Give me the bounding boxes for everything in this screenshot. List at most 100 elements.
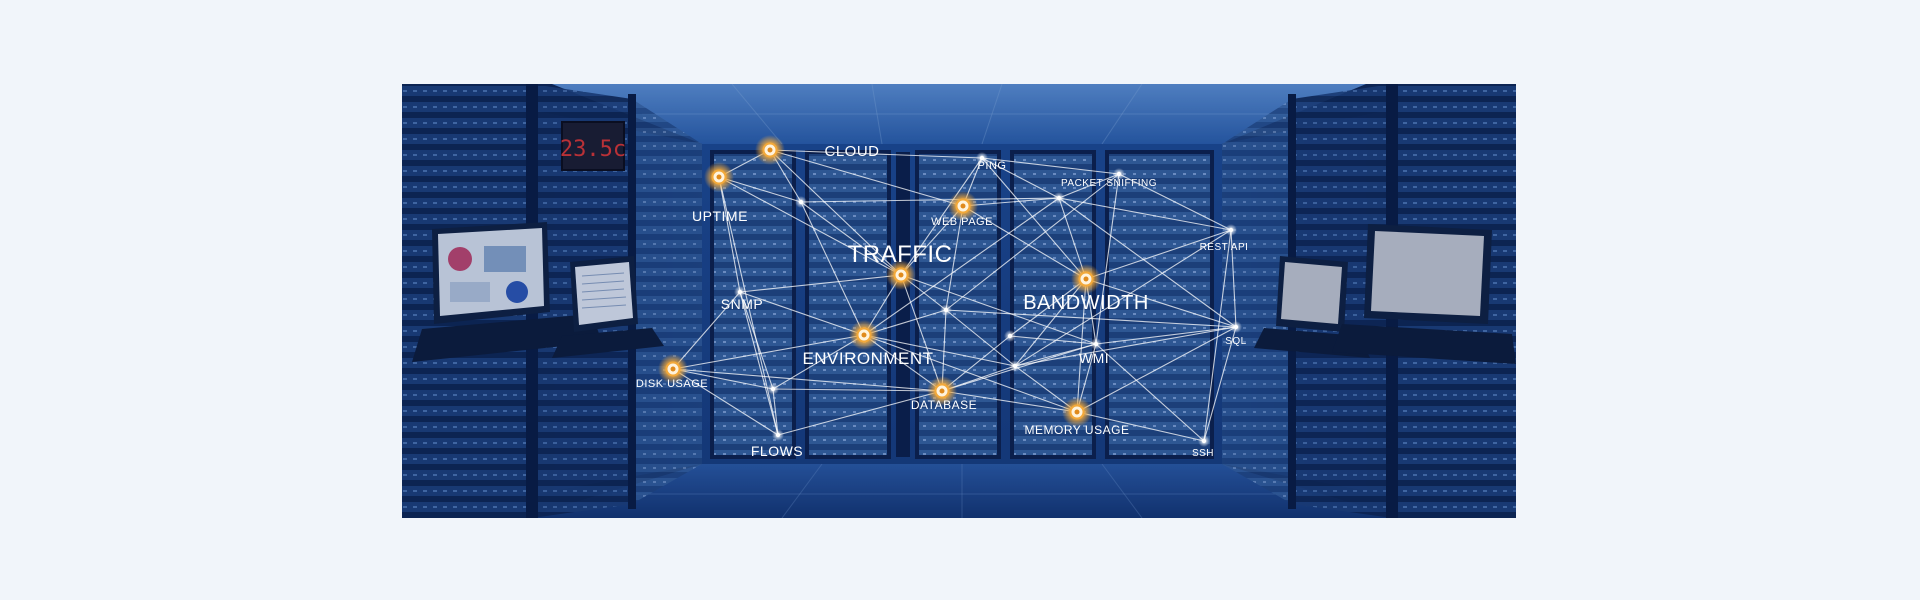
label-sql: SQL <box>1225 336 1247 347</box>
network-link <box>900 157 983 276</box>
left-monitor-dashboard <box>412 222 602 362</box>
glowing-node-icon <box>1071 264 1101 294</box>
network-link <box>863 334 943 392</box>
label-web-page: WEB PAGE <box>931 216 993 228</box>
label-uptime: UPTIME <box>692 208 748 224</box>
network-link <box>739 291 774 390</box>
network-link <box>962 205 1087 280</box>
network-link <box>1085 229 1232 280</box>
network-link <box>800 201 902 276</box>
glowing-node-icon <box>886 260 916 290</box>
network-link <box>769 149 983 159</box>
label-ssh: SSH <box>1192 448 1214 459</box>
network-dot <box>795 196 807 208</box>
label-traffic: TRAFFIC <box>848 241 953 268</box>
left-laptop <box>552 256 664 358</box>
network-link <box>1230 229 1237 328</box>
network-dot <box>976 152 988 164</box>
network-dot <box>1004 330 1016 342</box>
glowing-node-icon <box>927 376 957 406</box>
network-link <box>945 309 1237 328</box>
network-link <box>1203 229 1232 442</box>
network-link <box>981 157 1120 175</box>
glowing-node-icon <box>849 320 879 350</box>
network-link <box>1058 173 1120 199</box>
network-link <box>672 368 943 392</box>
network-link <box>981 157 1087 280</box>
network-link <box>941 390 1078 413</box>
network-link <box>718 176 741 293</box>
network-link <box>800 201 865 336</box>
network-link <box>1095 173 1120 345</box>
network-link <box>672 368 779 436</box>
label-snmp: SNMP <box>721 296 763 312</box>
network-link <box>672 291 741 370</box>
label-disk-usage: DISK USAGE <box>636 378 708 390</box>
network-link <box>1076 326 1237 413</box>
temperature-display: 23.5c <box>560 121 626 171</box>
glowing-node-icon <box>755 135 785 165</box>
network-link <box>1203 326 1237 442</box>
network-link <box>672 368 774 390</box>
label-flows: FLOWS <box>751 443 803 459</box>
label-environment: ENVIRONMENT <box>802 349 933 368</box>
back-racks <box>710 150 1214 459</box>
network-link <box>739 291 865 336</box>
glowing-node-icon <box>1062 397 1092 427</box>
network-dot <box>940 304 952 316</box>
network-link <box>1009 335 1097 345</box>
network-link <box>769 149 902 276</box>
network-link <box>1058 197 1232 231</box>
network-link <box>772 388 943 392</box>
network-link <box>739 274 902 293</box>
network-dot <box>1198 435 1210 447</box>
label-bandwidth: BANDWIDTH <box>1023 292 1149 314</box>
server-room-network-illustration: 23.5c <box>402 84 1516 518</box>
network-dot <box>1053 192 1065 204</box>
network-link <box>863 197 1060 336</box>
server-room-scene: 23.5c <box>402 84 1516 518</box>
network-dot <box>734 286 746 298</box>
network-link <box>900 205 964 276</box>
network-link <box>672 334 865 370</box>
network-link <box>945 309 1016 367</box>
network-dot <box>1113 168 1125 180</box>
network-link <box>769 149 964 207</box>
network-link <box>1076 411 1205 442</box>
network-link <box>739 291 779 436</box>
network-link <box>945 173 1120 311</box>
network-nodes <box>658 135 1242 447</box>
network-dot <box>767 383 779 395</box>
network-dot <box>772 429 784 441</box>
network-dot <box>1230 321 1242 333</box>
network-link <box>1076 278 1087 413</box>
network-dot <box>1090 338 1102 350</box>
network-dot <box>1225 224 1237 236</box>
label-packet-sniffing: PACKET SNIFFING <box>1061 178 1157 189</box>
network-link <box>1095 343 1205 442</box>
network-link <box>1009 278 1087 337</box>
network-link <box>962 197 1060 207</box>
label-database: DATABASE <box>911 398 977 412</box>
network-link <box>1095 326 1237 345</box>
network-link <box>1014 326 1237 367</box>
network-link <box>981 157 1060 199</box>
network-link <box>945 205 964 311</box>
glowing-node-icon <box>658 354 688 384</box>
network-link <box>900 274 943 392</box>
network-link <box>800 197 1060 203</box>
network-link <box>1118 173 1232 231</box>
glowing-node-icon <box>704 162 734 192</box>
network-labels: CLOUD PING PACKET SNIFFING UPTIME WEB PA… <box>636 143 1248 459</box>
network-link <box>863 334 1016 367</box>
network-link <box>1014 229 1232 367</box>
network-dot <box>1009 360 1021 372</box>
network-link <box>1085 278 1237 328</box>
network-link <box>777 390 943 436</box>
label-ping: PING <box>978 160 1007 172</box>
network-link <box>718 176 902 276</box>
right-monitor <box>1332 224 1516 364</box>
svg-text:23.5c: 23.5c <box>560 137 626 162</box>
network-link <box>772 334 865 390</box>
